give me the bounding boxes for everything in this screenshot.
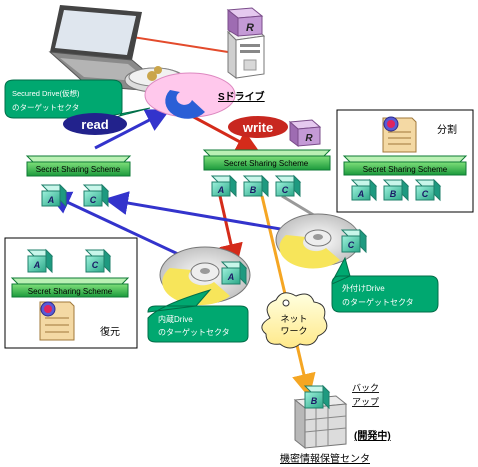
svg-text:C: C (92, 260, 99, 270)
secured-drive-sector-label: のターゲットセクタ (12, 103, 79, 112)
internal-drive-disk-icon (159, 246, 251, 306)
piece-cube-split-b: B (382, 178, 410, 202)
piece-cube-split-c: C (414, 178, 442, 202)
laptop-server-line (119, 34, 229, 53)
external-drive-callout (331, 256, 439, 313)
secured-drive-callout (4, 79, 151, 119)
svg-text:B: B (390, 189, 397, 199)
backup-label: バック (352, 383, 379, 393)
in-development-label: (開発中) (354, 429, 391, 442)
piece-cube-split-a: A (350, 178, 378, 202)
scheme-split-label: Secret Sharing Scheme (363, 165, 448, 174)
scheme-restore-label: Secret Sharing Scheme (28, 287, 113, 296)
to-internal-arrow (218, 195, 243, 268)
network-cloud-icon (261, 292, 328, 349)
piece-cube-mid-b: B (242, 174, 270, 198)
svg-text:B: B (250, 185, 257, 195)
piece-cube-mid-a: A (210, 174, 238, 198)
piece-cube-backup-b: B (303, 384, 331, 410)
document-icon-split (382, 116, 417, 153)
piece-cube-left-c: C (82, 183, 110, 208)
svg-text:C: C (348, 240, 355, 250)
purple-cube-mid: R (288, 119, 322, 147)
scheme-mid-label: Secret Sharing Scheme (224, 159, 309, 168)
external-drive-disk-icon (275, 213, 361, 269)
svg-text:A: A (33, 260, 41, 270)
piece-cube-left-a: A (40, 183, 68, 208)
scheme-bar-mid (202, 149, 332, 171)
write-arrow (189, 113, 261, 153)
secured-drive-label: Secured Drive(仮想) (12, 88, 80, 98)
svg-text:A: A (217, 185, 225, 195)
svg-text:A: A (47, 195, 55, 205)
backup-label-2: アップ (352, 397, 379, 407)
document-icon-restore (39, 301, 75, 341)
read-label: read (81, 117, 109, 132)
network-label: ネット (280, 314, 307, 324)
laptop-icon (48, 5, 172, 93)
svg-text:A: A (357, 189, 365, 199)
external-drive-label: 外付けDrive (342, 283, 385, 293)
piece-cube-restore-a: A (26, 248, 54, 274)
external-drive-sector-label: のターゲットセクタ (342, 297, 414, 307)
read-arrow (94, 109, 171, 150)
internal-drive-label: 内蔵Drive (158, 314, 193, 324)
scheme-bar-left (25, 155, 132, 177)
virtual-drive-icon (144, 72, 236, 119)
write-label: write (242, 120, 273, 135)
svg-text:B: B (311, 396, 318, 406)
svg-text:C: C (282, 185, 289, 195)
s-drive-label: Sドライブ (218, 90, 265, 103)
internal-drive-sector-label: のターゲットセクタ (158, 327, 230, 337)
piece-cube-mid-c: C (274, 174, 302, 198)
secure-storage-center-label: 機密情報保管センタ (280, 452, 370, 465)
network-label-2: ワーク (280, 326, 307, 336)
purple-cube-server: R (226, 7, 264, 37)
write-badge (228, 116, 288, 138)
svg-text:R: R (305, 133, 313, 144)
svg-text:A: A (227, 272, 235, 282)
piece-cube-external-c: C (340, 228, 368, 254)
read-badge (63, 113, 127, 135)
piece-cube-internal-a: A (220, 260, 248, 286)
svg-text:R: R (246, 22, 254, 34)
svg-text:C: C (90, 195, 97, 205)
svg-text:C: C (422, 189, 429, 199)
scheme-bar-split (342, 155, 468, 176)
split-label: 分割 (437, 123, 457, 136)
scheme-bar-restore (10, 277, 130, 298)
scheme-left-label: Secret Sharing Scheme (36, 165, 121, 174)
restore-label: 復元 (100, 325, 120, 338)
piece-cube-restore-c: C (84, 248, 112, 274)
internal-drive-callout (147, 289, 249, 343)
